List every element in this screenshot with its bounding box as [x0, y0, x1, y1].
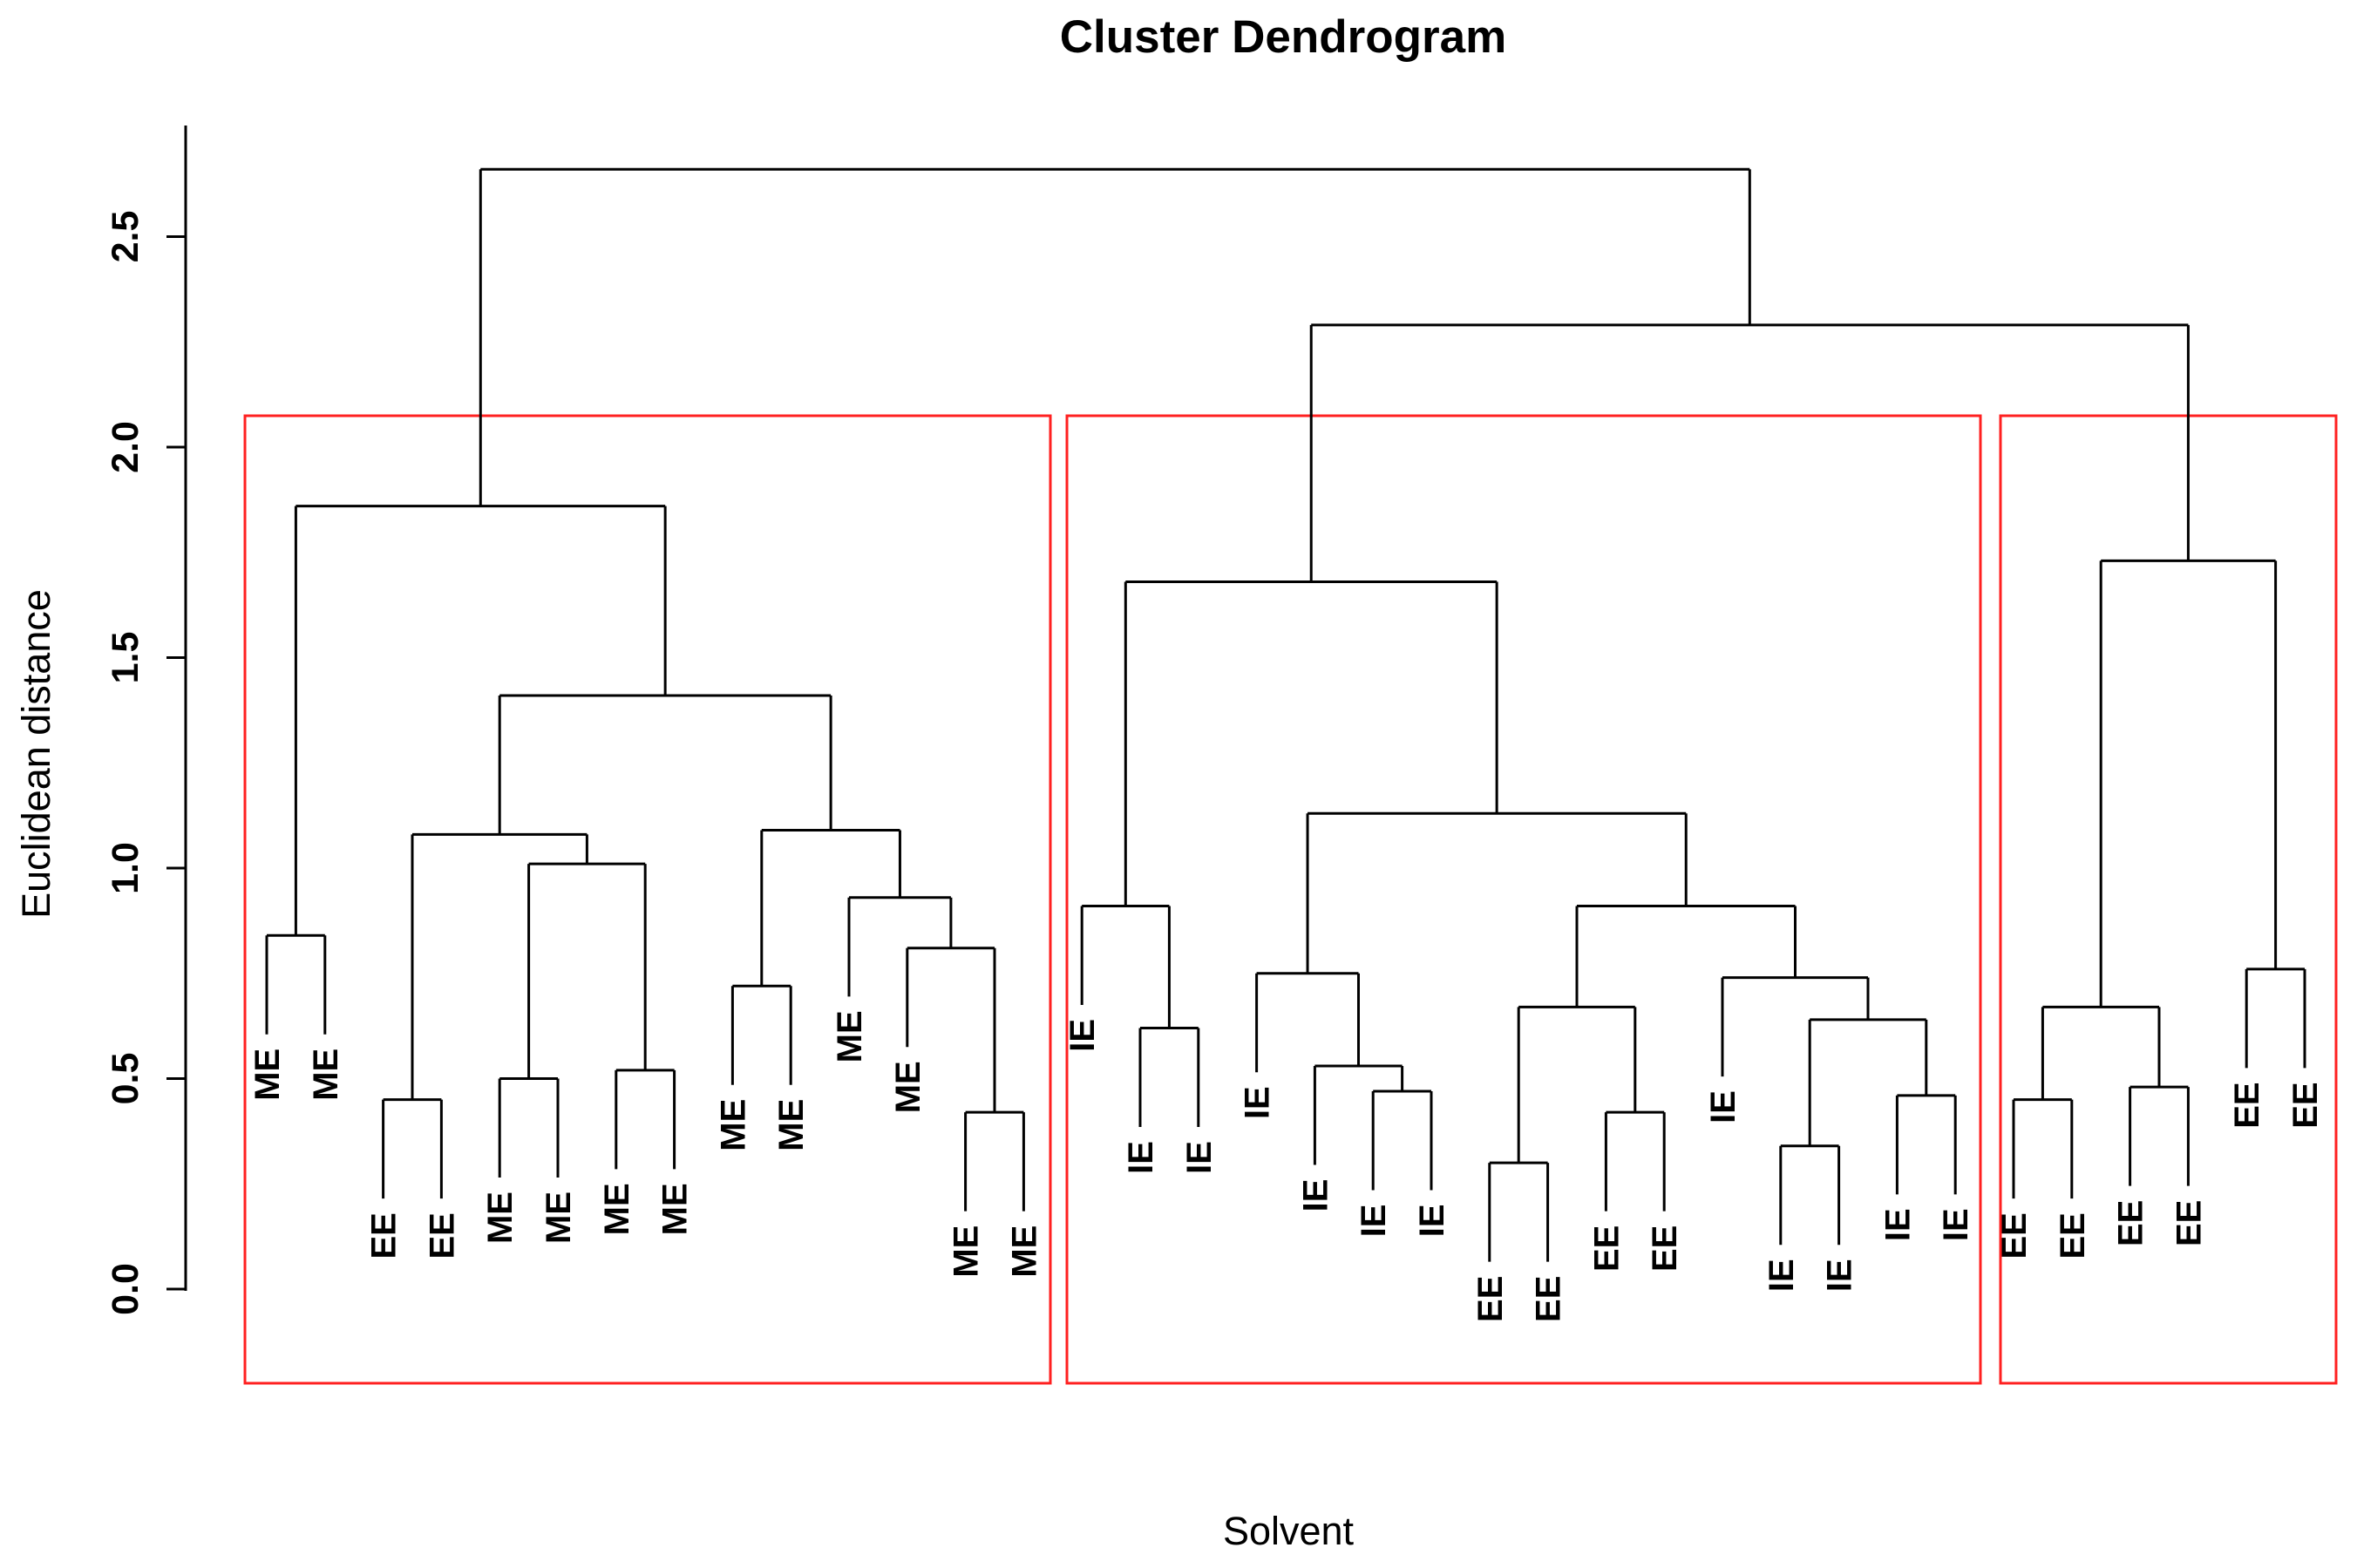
dendrogram-tree: [265, 167, 2306, 1262]
leaf-label: IE: [1704, 1090, 1742, 1123]
leaf-label: IE: [1239, 1086, 1277, 1119]
leaf-label: ME: [656, 1183, 695, 1235]
leaf-label: ME: [307, 1049, 345, 1101]
y-tick-label: 1.0: [105, 842, 146, 894]
leaf-label: IE: [1296, 1179, 1335, 1212]
leaf-label: ME: [248, 1049, 287, 1101]
chart-title: Cluster Dendrogram: [1060, 11, 1506, 63]
cluster-boxes: [243, 414, 2338, 1385]
cluster-box-1: [243, 414, 1052, 1385]
leaf-label: IE: [1180, 1141, 1219, 1174]
leaf-label: EE: [2112, 1200, 2150, 1246]
y-axis-title: Euclidean distance: [14, 589, 58, 919]
cluster-box-2: [1065, 414, 1982, 1385]
leaf-label: EE: [2170, 1200, 2208, 1246]
leaf-label: ME: [772, 1099, 811, 1151]
leaf-label: IE: [1763, 1259, 1801, 1292]
leaf-label: IE: [1355, 1204, 1393, 1237]
y-tick-label: 2.0: [105, 421, 146, 473]
leaf-label: ME: [831, 1010, 869, 1062]
leaf-label: EE: [2228, 1082, 2266, 1128]
leaf-label: IE: [1821, 1259, 1859, 1292]
leaf-label: EE: [2286, 1082, 2325, 1128]
leaf-label: IE: [1413, 1204, 1451, 1237]
leaf-label: ME: [481, 1191, 520, 1244]
leaf-label: EE: [1995, 1212, 2034, 1259]
y-tick-label: 2.5: [105, 211, 146, 263]
leaf-label: EE: [1646, 1225, 1684, 1272]
y-axis: 0.0 0.5 1.0 1.5 2.0 2.5: [105, 126, 187, 1315]
leaf-label: IE: [1937, 1208, 1975, 1241]
leaf-labels: ME ME EE EE ME ME ME ME ME ME ME ME ME ME IE IE IE IE IE IE…: [248, 1010, 2325, 1322]
leaf-label: ME: [889, 1061, 927, 1113]
leaf-label: IE: [1878, 1208, 1917, 1241]
y-tick-label: 0.5: [105, 1053, 146, 1105]
leaf-label: ME: [540, 1191, 578, 1244]
leaf-label: ME: [598, 1183, 636, 1235]
cluster-box-3: [1999, 414, 2338, 1385]
leaf-label: IE: [1063, 1019, 1102, 1052]
leaf-label: EE: [1587, 1225, 1626, 1272]
y-tick-label: 0.0: [105, 1263, 146, 1315]
leaf-label: ME: [1005, 1225, 1043, 1278]
y-tick-label: 1.5: [105, 632, 146, 684]
leaf-label: EE: [1471, 1276, 1510, 1322]
leaf-label: EE: [365, 1212, 404, 1259]
leaf-label: ME: [948, 1225, 986, 1278]
leaf-label: EE: [1530, 1276, 1568, 1322]
leaf-label: EE: [423, 1212, 461, 1259]
x-axis-title: Solvent: [1223, 1509, 1355, 1553]
leaf-label: ME: [714, 1099, 752, 1151]
leaf-label: EE: [2054, 1212, 2092, 1259]
leaf-label: IE: [1122, 1141, 1160, 1174]
